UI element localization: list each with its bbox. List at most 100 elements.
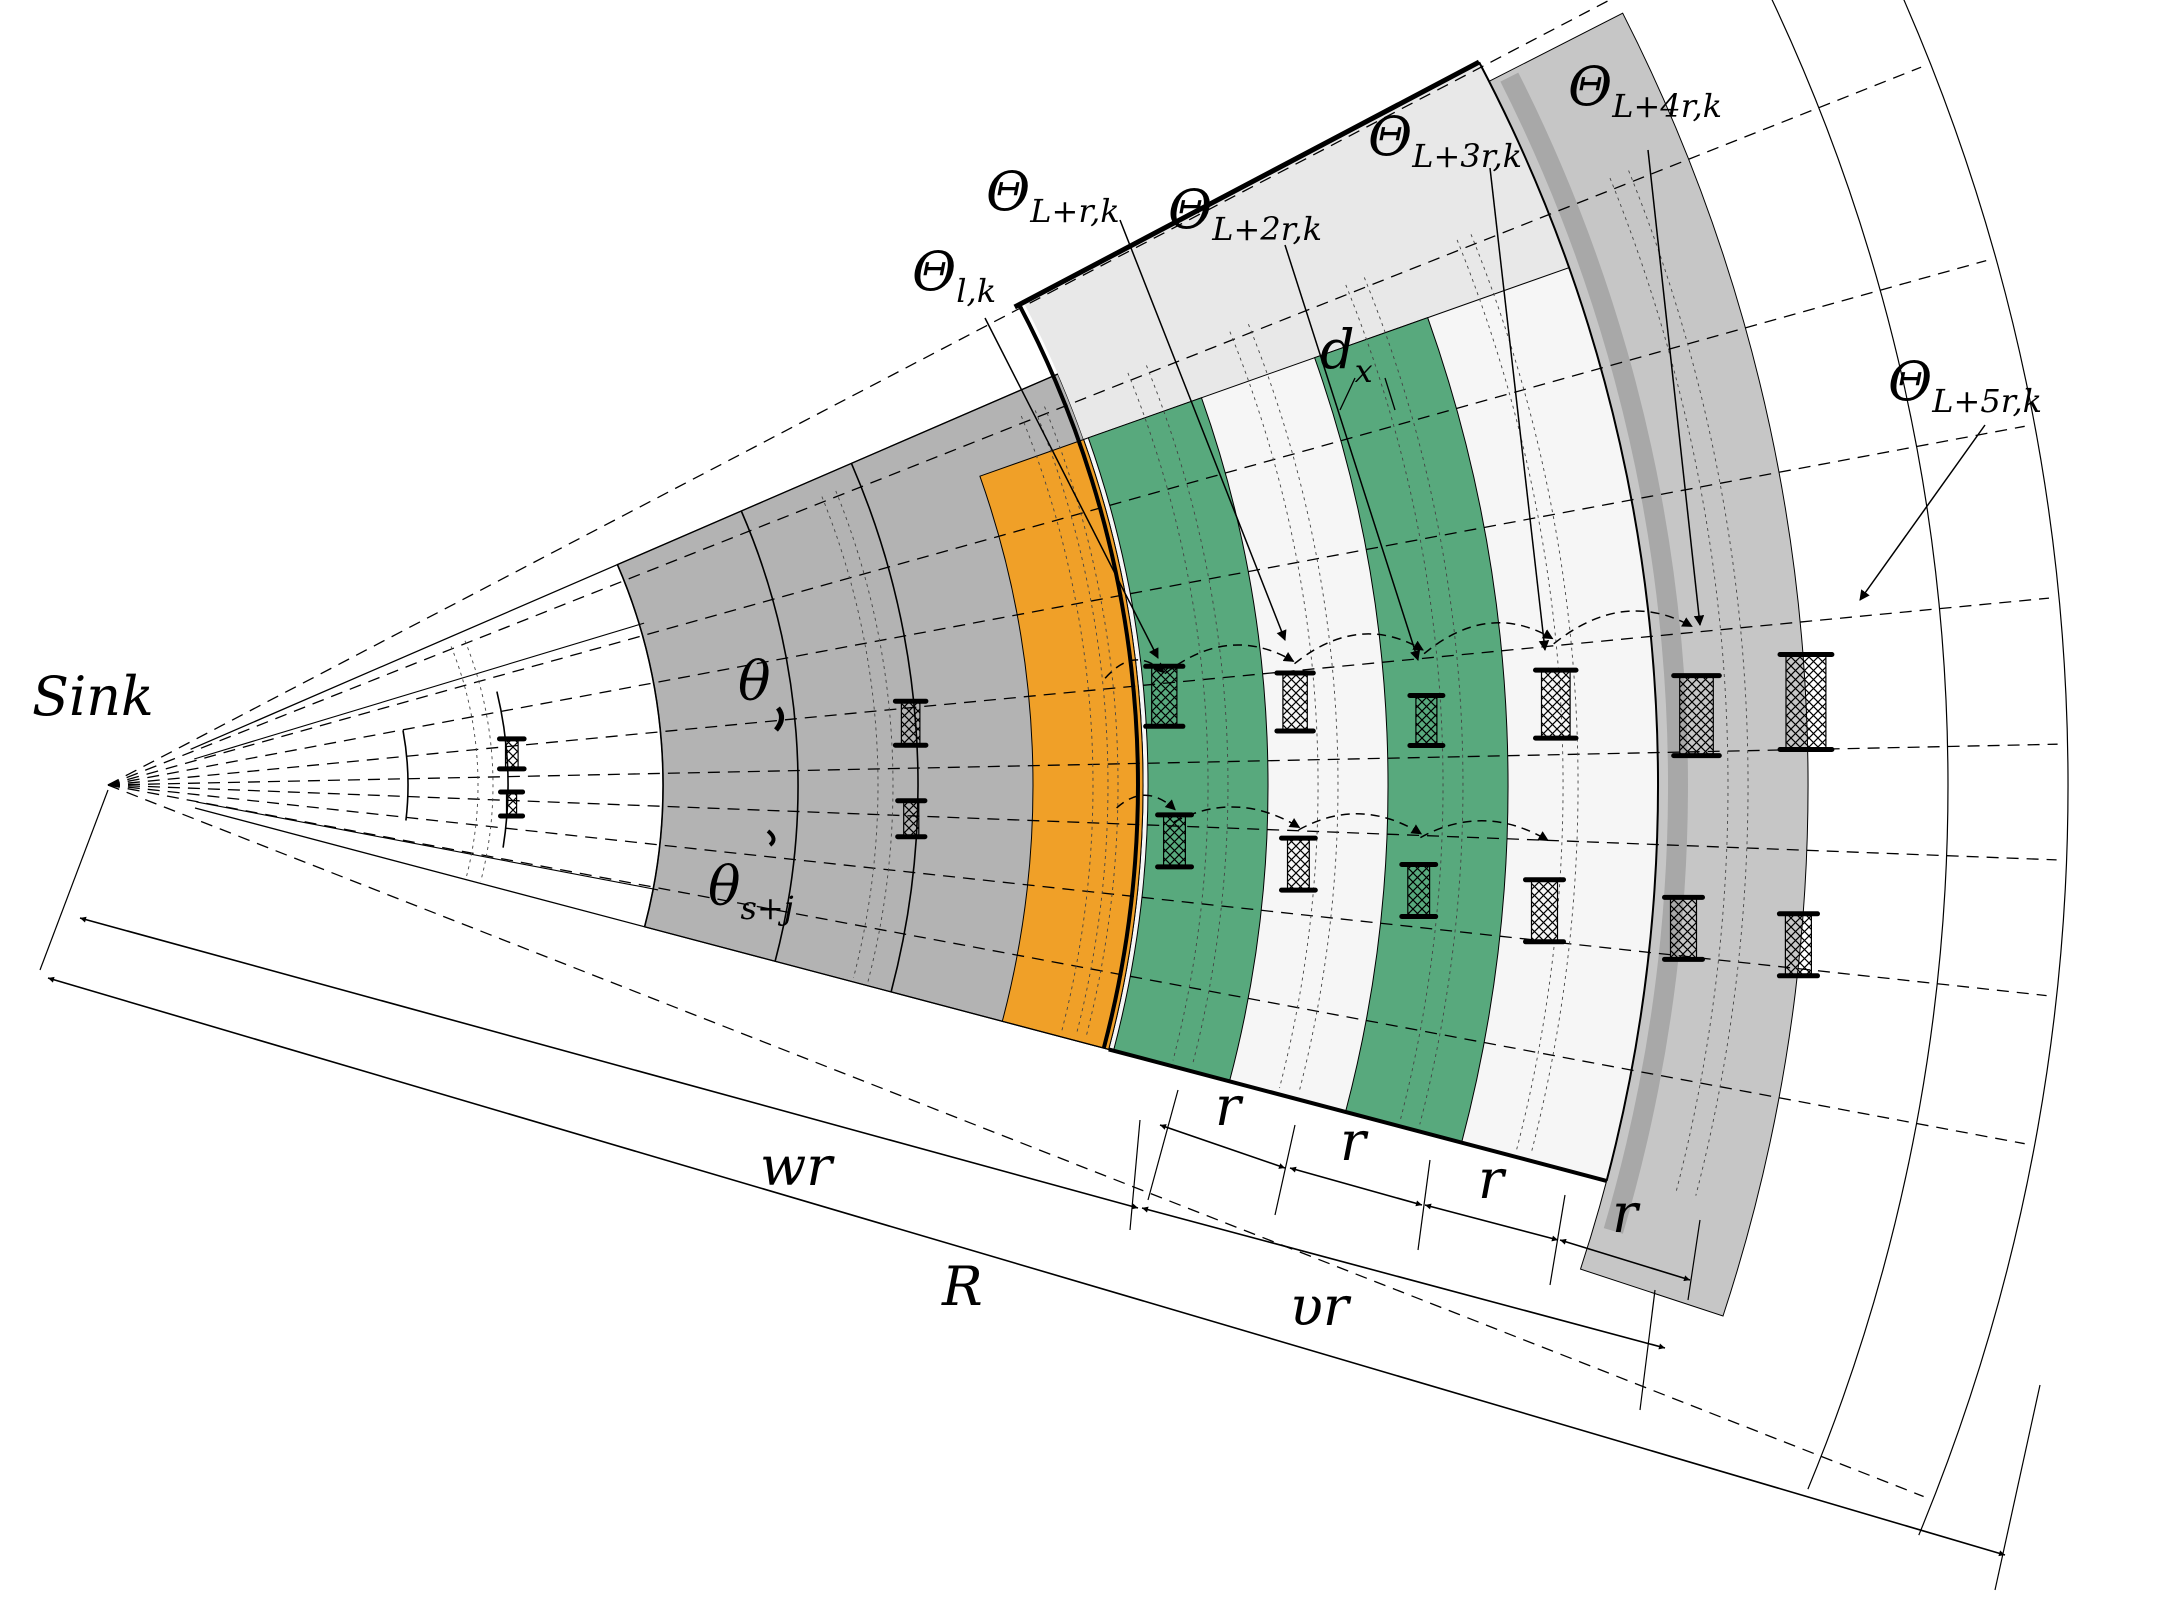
outer-arc-1 [1903, 0, 2069, 1536]
theta-label: θ [738, 650, 771, 713]
light-gray-top-band [1023, 62, 1570, 440]
hop-top-1 [1164, 644, 1295, 675]
sector-bands [616, 12, 1809, 1317]
node-top-7-body [1679, 674, 1714, 757]
R-label: R [941, 1255, 983, 1318]
dotted-arc-9 [1145, 365, 1229, 1066]
dashed-ray-3 [107, 259, 1987, 786]
node-bottom-6 [1523, 877, 1566, 945]
node-top-6 [1533, 667, 1579, 741]
node-bottom-4-body [1286, 837, 1310, 891]
dotted-arc-8 [1127, 372, 1209, 1061]
dotted-arc-2 [464, 640, 494, 882]
r-label-4: r [1612, 1182, 1641, 1245]
node-bottom-8-body [1784, 913, 1813, 977]
dimension-r-3 [1424, 1203, 1559, 1242]
theta-leader-1 [984, 317, 1159, 659]
node-top-4-body [1282, 672, 1308, 732]
theta-leader-5 [1647, 149, 1705, 627]
hop-top-2 [1294, 633, 1424, 665]
dotted-arc-15 [1470, 234, 1579, 1154]
hop-top-entry [1104, 659, 1165, 679]
theta-sj-mark [766, 829, 776, 847]
dashed-ray-1 [107, 0, 1612, 786]
extension-line-4 [1994, 1384, 2041, 1591]
dx-leader-2 [1384, 377, 1396, 411]
r-label-3: r [1478, 1148, 1507, 1211]
extension-line-2 [1129, 1119, 1141, 1231]
sector-edge-1 [190, 373, 1059, 750]
node-top-1-body [504, 738, 519, 770]
dashed-ray-5 [107, 597, 2050, 786]
node-bottom-3 [1155, 812, 1194, 870]
extension-line-5 [1147, 1089, 1179, 1201]
node-top-5-body [1415, 694, 1438, 747]
theta-leader-2 [1119, 219, 1287, 641]
hop-bottom-1 [1173, 806, 1301, 829]
theta-lr-label: ΘL+r,k [986, 160, 1120, 230]
node-bottom-2 [895, 798, 928, 840]
solid-arc-1 [402, 730, 409, 821]
dashed-ray-2 [107, 66, 1922, 786]
theta-leader-6 [1859, 424, 1986, 601]
extension-line-3 [1639, 1289, 1656, 1411]
node-top-3 [1143, 663, 1186, 729]
node-bottom-7-body [1669, 896, 1698, 961]
node-bottom-7 [1662, 894, 1705, 962]
inner-edge-2 [196, 801, 659, 891]
dimension-R [47, 976, 2006, 1557]
hop-top-4 [1553, 610, 1693, 645]
dimension-vr [1141, 1206, 1666, 1350]
hop-bottom-2 [1298, 813, 1423, 835]
node-bottom-1 [498, 789, 526, 819]
node-top-8-body [1785, 653, 1827, 751]
wr-label: wr [760, 1135, 835, 1198]
dimension-r-1 [1159, 1124, 1286, 1169]
label-layer: Sink θ θs+j dx wr R υr r r r r Θl,k ΘL+r… [32, 55, 2042, 1338]
node-top-4 [1274, 670, 1316, 734]
r-label-2: r [1340, 1110, 1369, 1173]
hop-bottom-entry [1116, 794, 1176, 811]
node-bottom-5 [1399, 862, 1439, 919]
dotted-arc-3 [821, 496, 879, 978]
node-top-7 [1671, 673, 1722, 759]
extension-line-6 [1274, 1124, 1296, 1216]
node-top-8 [1777, 652, 1835, 752]
theta-l2r-label: ΘL+2r,k [1168, 178, 1322, 248]
hop-bottom-3 [1420, 820, 1549, 842]
node-top-2 [892, 698, 929, 748]
theta-l4r-label: ΘL+4r,k [1568, 55, 1722, 125]
dashed-ray-4 [107, 425, 2025, 786]
node-top-1 [497, 736, 527, 772]
node-bottom-6-body [1530, 879, 1559, 943]
theta-l5r-label: ΘL+5r,k [1888, 350, 2042, 420]
dashed-ray-7 [107, 784, 2057, 861]
node-top-2-body [900, 700, 921, 746]
solid-arc-4 [740, 510, 799, 962]
dx-leader-1 [1339, 377, 1356, 411]
vr-label: υr [1290, 1275, 1352, 1338]
solid-arc-3 [616, 564, 664, 928]
sink-label: Sink [32, 665, 154, 728]
extension-line-1 [39, 789, 109, 971]
dashed-rays [107, 0, 2058, 1498]
theta-l3r-label: ΘL+3r,k [1368, 105, 1522, 175]
hop-arrows [766, 149, 1986, 847]
theta-mark [774, 706, 784, 732]
node-bottom-1-body [505, 791, 518, 817]
theta-sj-label: θs+j [708, 855, 794, 927]
theta-leader-4 [1489, 167, 1550, 652]
node-bottom-5-body [1407, 863, 1431, 918]
dimension-r-2 [1289, 1166, 1423, 1207]
node-bottom-2-body [903, 800, 920, 838]
node-bottom-4 [1279, 835, 1318, 893]
node-top-6-body [1540, 669, 1571, 739]
dx-label: dx [1320, 318, 1373, 390]
node-bottom-3-body [1162, 814, 1186, 868]
dimension-lines [39, 789, 2041, 1591]
dimension-r-4 [1559, 1238, 1691, 1282]
node-top-3-body [1151, 665, 1178, 727]
inner-edge-1 [194, 622, 645, 760]
